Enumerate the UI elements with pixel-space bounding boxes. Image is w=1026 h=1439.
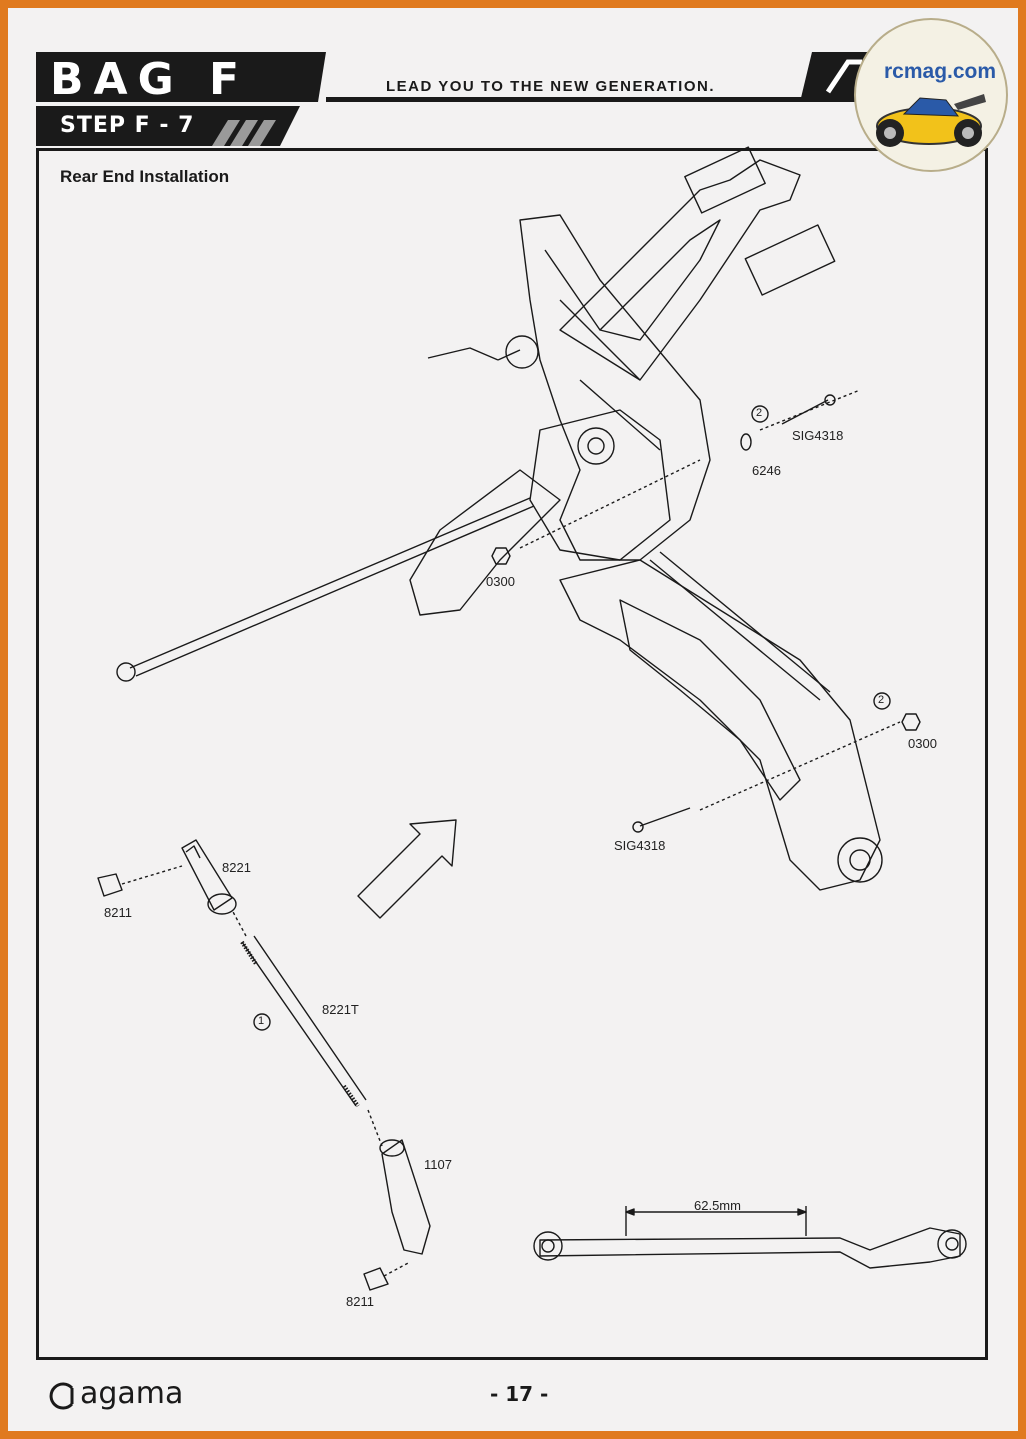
qty-circle-right <box>873 692 891 710</box>
anti-roll-bar <box>427 347 521 361</box>
left-upright <box>409 469 561 616</box>
qty-top: 2 <box>756 407 763 419</box>
assembled-end-right <box>937 1229 967 1259</box>
ball-8211-top <box>97 873 123 897</box>
assembled-end-left <box>533 1231 563 1261</box>
bag-title: BAG F <box>50 54 250 105</box>
label-sig4318-bottom: SIG4318 <box>614 838 666 853</box>
assembled-turnbuckle <box>539 1227 961 1269</box>
step-banner-stripes <box>212 120 276 146</box>
header-graphic <box>36 52 870 146</box>
lower-arm-inner <box>619 599 801 801</box>
label-sig4318-top: SIG4318 <box>792 428 844 443</box>
label-0300-right: 0300 <box>908 736 937 751</box>
rear-hub <box>837 837 883 883</box>
hinge-block-mid <box>744 224 836 296</box>
tagline: LEAD YOU TO THE NEW GENERATION. <box>386 78 716 95</box>
footer-brand: agama <box>80 1376 184 1411</box>
agama-logo-icon <box>49 1382 74 1410</box>
step-banner <box>36 106 300 146</box>
lower-arm <box>559 559 881 891</box>
ball-8211-bottom <box>363 1267 389 1291</box>
section-title: Rear End Installation <box>60 167 230 186</box>
shock-tower <box>519 214 711 561</box>
hinge-block-top <box>684 146 766 214</box>
rcmag-car-icon <box>876 94 986 147</box>
rod-end-1107 <box>381 1139 431 1255</box>
content-frame <box>36 148 988 1360</box>
dimension-arrows <box>625 1208 807 1216</box>
label-0300-left: 0300 <box>486 574 515 589</box>
turnbuckle-threads <box>240 940 360 1108</box>
qty-right: 2 <box>878 694 885 706</box>
camber-link-2 <box>659 551 831 693</box>
rod-end-1107-cup <box>379 1139 405 1157</box>
long-rod <box>129 497 531 669</box>
label-length: 62.5mm <box>694 1198 741 1213</box>
rod-end-8221-slot <box>185 845 201 859</box>
label-6246: 6246 <box>752 463 781 478</box>
nut-0300-right <box>901 713 921 731</box>
upper-arm-inner <box>599 219 721 341</box>
corner-badge-logo <box>825 59 862 94</box>
rear-hub-inner <box>849 849 871 871</box>
diff-cap <box>577 427 615 465</box>
camber-link <box>649 559 821 701</box>
qty-circle-top <box>751 405 769 423</box>
gearbox <box>529 409 671 561</box>
washer-6246 <box>740 433 752 451</box>
sig4318-screw-bottom-head <box>632 821 644 833</box>
label-8211-top: 8211 <box>104 905 132 920</box>
rcmag-name: rcmag.com <box>884 60 997 83</box>
diff-cap-inner <box>587 437 605 455</box>
label-8221T: 8221T <box>322 1002 359 1017</box>
shock-tower-ribs <box>544 249 661 451</box>
header-rule <box>326 97 860 102</box>
rod-end-8221-cup <box>207 893 237 915</box>
assembled-end-left-inner <box>541 1239 555 1253</box>
qty-circle-turnbuckle <box>253 1013 271 1031</box>
page-number: - 17 - <box>490 1382 549 1406</box>
label-8211-bottom: 8211 <box>346 1294 374 1309</box>
rod-end-8221 <box>181 839 233 911</box>
sig4318-screw-bottom <box>639 807 691 827</box>
assembly-guide-2 <box>121 865 411 1277</box>
dimension-line <box>625 1206 807 1236</box>
assembled-end-right-inner <box>945 1237 959 1251</box>
long-rod-2 <box>135 505 535 677</box>
step-label: STEP F - 7 <box>60 113 195 138</box>
direction-arrow-icon <box>357 819 457 919</box>
anti-roll-bar-nut <box>505 335 539 369</box>
nut-0300-left <box>491 547 511 565</box>
label-1107: 1107 <box>424 1157 452 1172</box>
upper-arm <box>559 159 801 381</box>
turnbuckle-8221T <box>241 935 367 1107</box>
long-rod-end <box>116 662 136 682</box>
assembly-guide <box>519 389 901 811</box>
qty-turnbuckle: 1 <box>258 1015 265 1027</box>
label-8221: 8221 <box>222 860 251 875</box>
title-banner <box>36 52 326 102</box>
